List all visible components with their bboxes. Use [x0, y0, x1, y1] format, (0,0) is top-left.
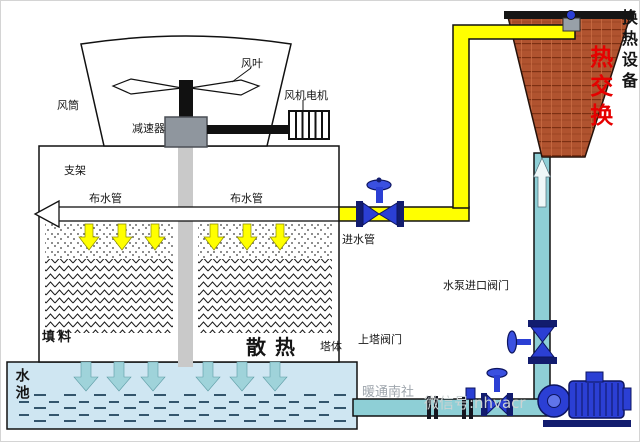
reducer-label: 减速器	[132, 122, 165, 135]
pump-inlet-valve-label: 水泵进口阀门	[443, 279, 509, 292]
heat-dissipation-label: 散热	[246, 335, 304, 359]
pipe-flange	[462, 396, 466, 419]
inlet-pipe-label: 进水管	[342, 233, 375, 246]
tower-valve-label: 上塔阀门	[358, 333, 402, 346]
fan-blade-left	[111, 78, 183, 95]
pipe-fitting	[465, 387, 476, 400]
fan-motor-label: 风机电机	[284, 89, 328, 102]
flow-up-arrow	[532, 157, 552, 208]
dist-pipe-label-right: 布水管	[230, 192, 263, 205]
hot-pipe-elbow	[452, 24, 576, 209]
pump-inlet-valve-symbol	[481, 367, 513, 416]
fan-assembly	[111, 78, 261, 120]
support-label: 支架	[64, 164, 86, 177]
fill-pack-right	[198, 259, 332, 333]
motor-shaft	[207, 125, 289, 134]
filler-label: 填料	[42, 330, 75, 345]
fill-pack-left	[45, 259, 173, 333]
pump-motor	[568, 380, 625, 419]
distribution-arrowhead	[33, 199, 60, 229]
fan-duct-label: 风筒	[57, 99, 79, 112]
tower-body-label: 塔体	[320, 340, 342, 353]
inlet-valve-symbol	[356, 177, 404, 227]
water-pump	[537, 371, 632, 427]
fan-blade-leader	[231, 67, 252, 83]
motor-terminal-box	[585, 371, 604, 383]
fan-hub	[179, 80, 193, 120]
fan-blade-label: 风叶	[241, 57, 263, 70]
fan-blade-right	[189, 79, 261, 96]
dist-pipe-label-left: 布水管	[89, 192, 122, 205]
valve-handwheel	[506, 330, 518, 354]
drive-shaft	[178, 146, 193, 367]
pipe-flange	[434, 396, 438, 419]
pipe-flange	[469, 396, 473, 419]
reducer-box	[164, 116, 208, 148]
pool-label: 水池	[13, 368, 30, 402]
riser-valve-symbol	[506, 320, 557, 364]
watermark-site: 暖通南社	[362, 385, 415, 400]
heat-exchange-label: 热交换	[585, 45, 612, 132]
fan-motor-symbol	[288, 110, 330, 140]
water-pool	[6, 361, 358, 430]
heat-exchange-equipment-label: 换热设备	[618, 9, 638, 93]
pipe-flange	[427, 396, 431, 419]
exchanger-top-fitting	[562, 10, 581, 32]
pool-water-dashes	[17, 394, 347, 425]
watermark-wechat: 微信号:nhvacr	[424, 394, 526, 412]
